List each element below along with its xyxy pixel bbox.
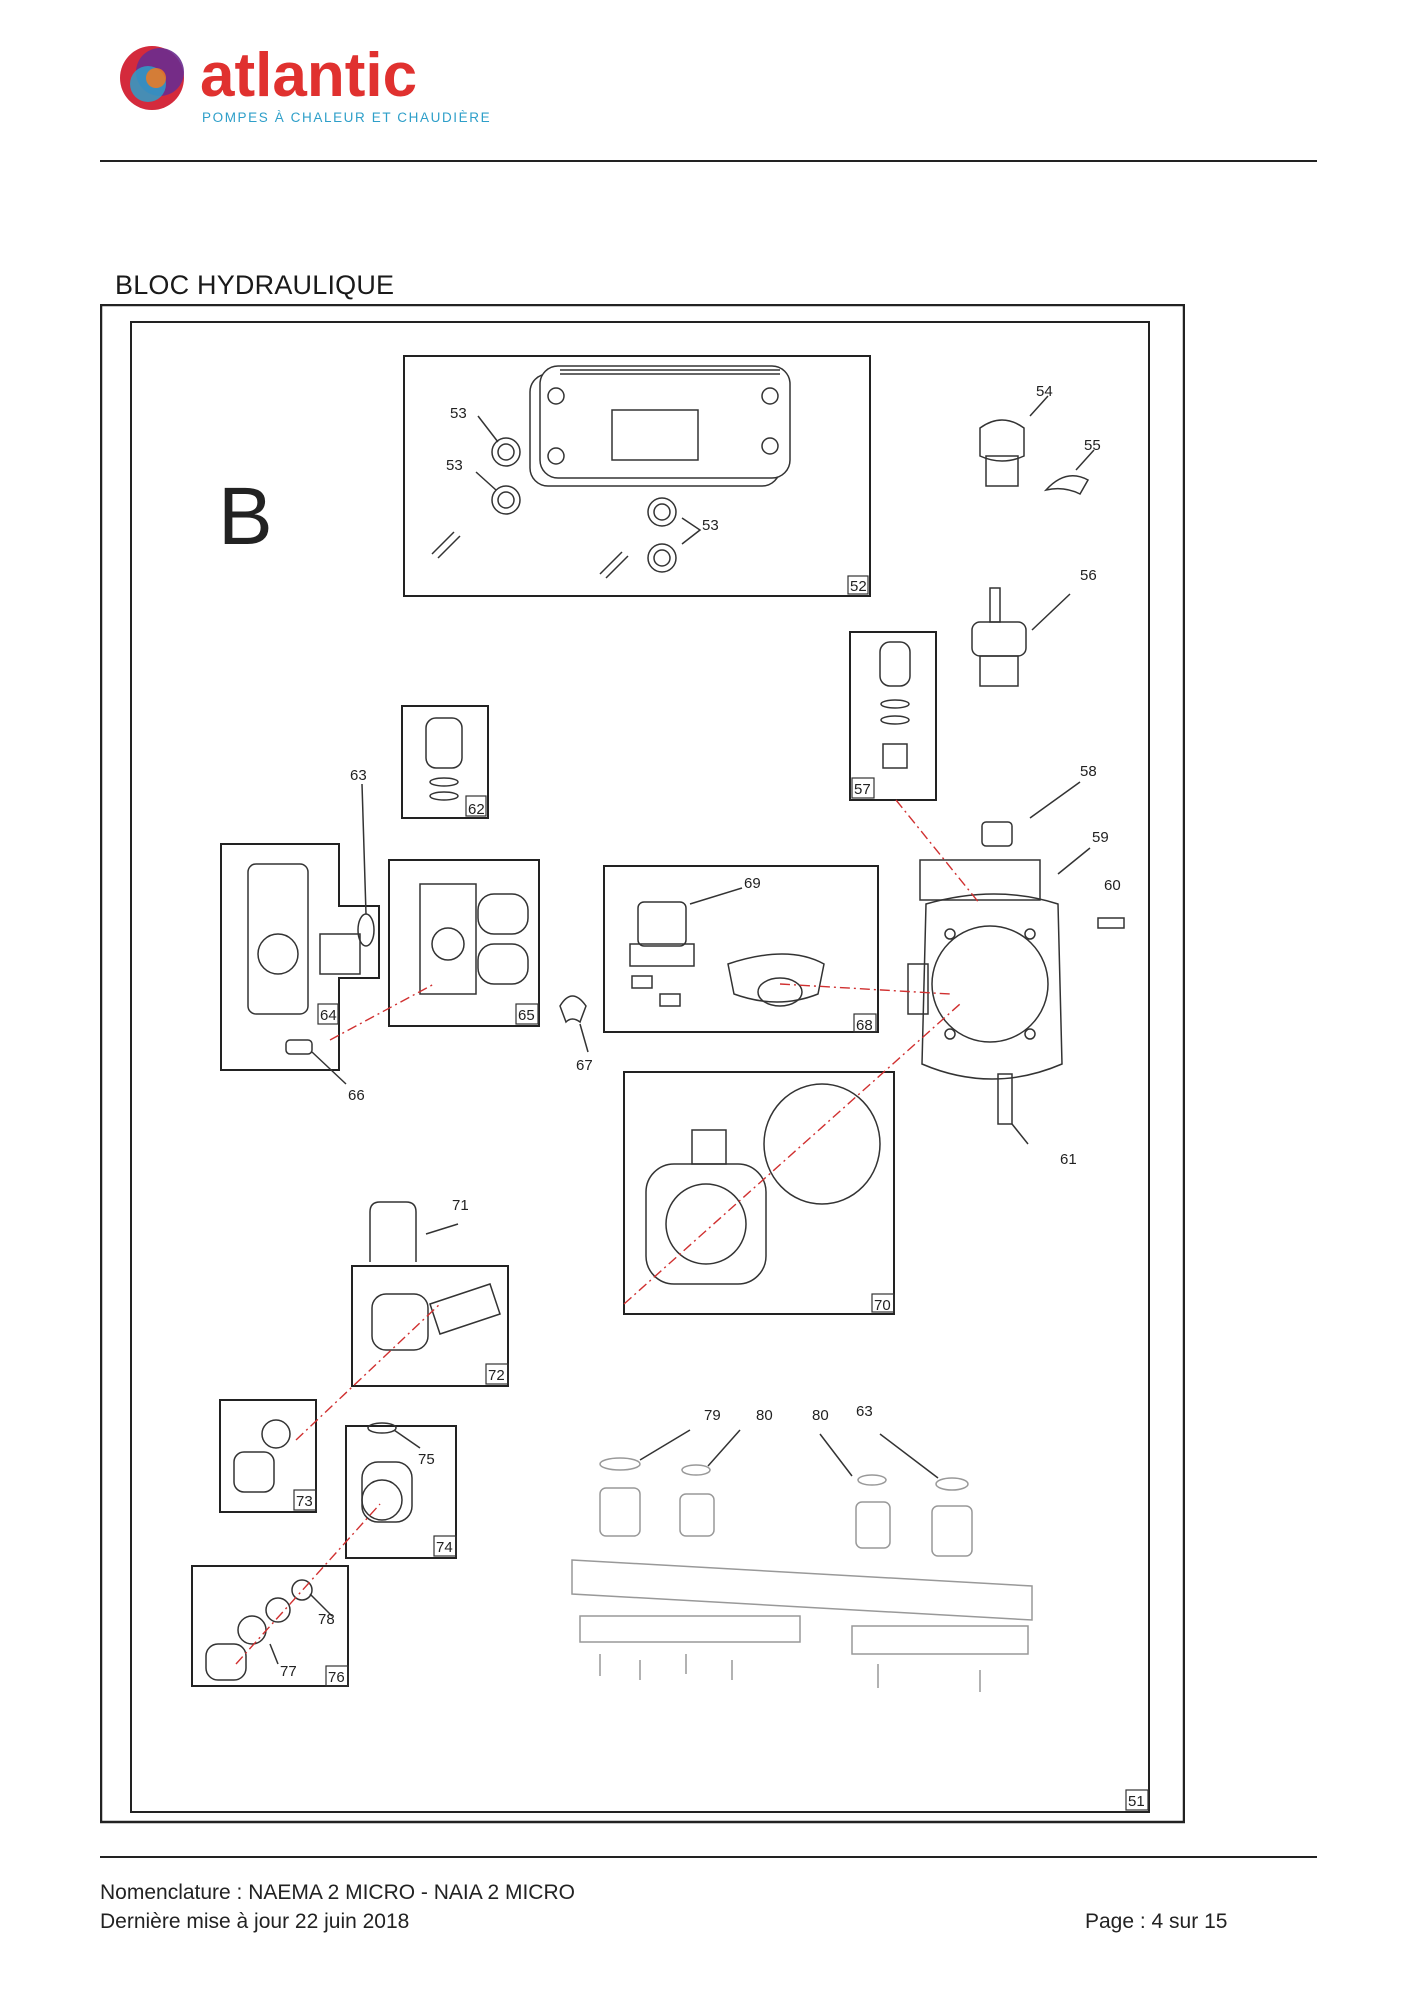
pipe-fittings-group: [219, 1399, 457, 1559]
part-label-62: 62: [468, 801, 485, 818]
brand-name: atlantic: [200, 41, 417, 110]
section-title: BLOC HYDRAULIQUE: [115, 270, 395, 300]
part-label-53a: 53: [450, 405, 467, 422]
part-label-78: 78: [318, 1611, 335, 1628]
part-label-75: 75: [418, 1451, 435, 1468]
inner-frame: [130, 321, 1150, 1813]
part-label-72: 72: [488, 1367, 505, 1384]
part-label-55: 55: [1084, 437, 1101, 454]
part-label-61: 61: [1060, 1151, 1077, 1168]
part-label-53b: 53: [446, 457, 463, 474]
bypass-pipe-group: [351, 1201, 509, 1387]
air-vent-group: [971, 395, 1095, 687]
footer-divider: [100, 1856, 1317, 1858]
part-label-63: 63: [350, 767, 367, 784]
part-label-54: 54: [1036, 383, 1053, 400]
part-label-79: 79: [704, 1407, 721, 1424]
part-label-52: 52: [850, 578, 867, 595]
part-label-70: 70: [874, 1297, 891, 1314]
logo-swirl-icon: [120, 46, 184, 110]
valve-57-group: [849, 631, 937, 801]
part-label-69: 69: [744, 875, 761, 892]
footer-update-date: Dernière mise à jour 22 juin 2018: [100, 1910, 410, 1933]
clip-67-shape: [559, 995, 587, 1024]
footer-nomenclature: Nomenclature : NAEMA 2 MICRO - NAIA 2 MI…: [100, 1881, 575, 1904]
brand-tagline: POMPES À CHALEUR ET CHAUDIÈRES: [202, 110, 490, 125]
part-label-59: 59: [1092, 829, 1109, 846]
part-label-60: 60: [1104, 877, 1121, 894]
filter-group: [191, 1565, 349, 1687]
atlantic-logo: atlantic POMPES À CHALEUR ET CHAUDIÈRES: [120, 41, 490, 125]
header-divider: [100, 160, 1317, 162]
assembly-axis-lines: [235, 799, 981, 1665]
part-label-71: 71: [452, 1197, 469, 1214]
part-label-73: 73: [296, 1493, 313, 1510]
part-label-56: 56: [1080, 567, 1097, 584]
part-label-53c: 53: [702, 517, 719, 534]
part-label-76: 76: [328, 1669, 345, 1686]
outer-frame: [100, 304, 1185, 1824]
part-label-80b: 80: [812, 1407, 829, 1424]
exploded-view-diagram: B 53 53 53 52 54 55 56: [100, 304, 1185, 1824]
part-label-63b: 63: [856, 1403, 873, 1420]
part-label-67: 67: [576, 1057, 593, 1074]
pump-body-group: [907, 781, 1125, 1145]
part-label-51: 51: [1128, 1793, 1145, 1810]
part-label-58: 58: [1080, 763, 1097, 780]
part-label-80a: 80: [756, 1407, 773, 1424]
connection-plate-group: [571, 1429, 1033, 1692]
block-letter: B: [218, 471, 273, 562]
part-label-66: 66: [348, 1087, 365, 1104]
pump-head-group: [623, 1071, 895, 1315]
plate-heat-exchanger-group: [403, 355, 871, 597]
part-label-68: 68: [856, 1017, 873, 1034]
part-label-64: 64: [320, 1007, 337, 1024]
part-label-77: 77: [280, 1663, 297, 1680]
part-label-74: 74: [436, 1539, 453, 1556]
part-label-65: 65: [518, 1007, 535, 1024]
footer-page-number: Page : 4 sur 15: [1085, 1910, 1228, 1933]
three-way-valve-group: [220, 705, 540, 1085]
motor-group: [603, 865, 879, 1033]
part-label-57: 57: [854, 781, 871, 798]
